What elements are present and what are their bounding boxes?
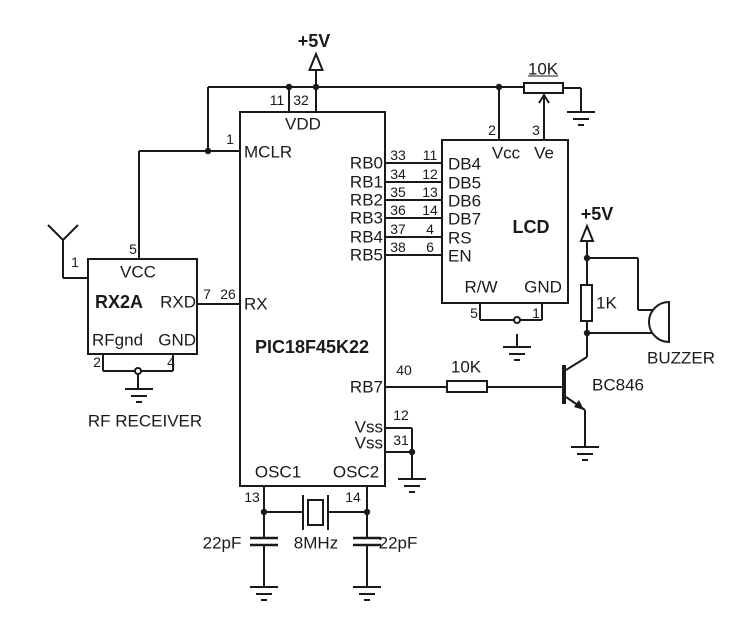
lcd-name: LCD	[512, 217, 550, 237]
transistor-symbol	[562, 365, 584, 410]
pic-pin-11: 11	[269, 92, 285, 108]
rf-pin-1: 1	[71, 254, 79, 270]
lcd-rs-label: RS	[448, 228, 472, 248]
pic-vss-lower-label: Vss	[354, 433, 383, 453]
lcd-pin-1: 1	[532, 305, 540, 321]
pic-rx-label: RX	[244, 294, 268, 314]
crystal-value: 8MHz	[293, 533, 339, 553]
bus-lcd-pin-4: 4	[426, 221, 434, 237]
lcd-pin-2: 2	[488, 122, 496, 138]
rf-pin-7: 7	[203, 286, 211, 302]
wires	[62, 70, 653, 587]
pic-pin-32: 32	[293, 92, 309, 108]
vcc-arrow-main	[308, 51, 324, 71]
lcd-pin-5: 5	[470, 305, 478, 321]
ground-cap-left	[250, 586, 278, 601]
bus-lcd-pin-6: 6	[426, 239, 434, 255]
pic-vss-upper-label: Vss	[354, 417, 383, 437]
bus-lcd-pin-14: 14	[422, 202, 438, 218]
bus-lcd-pin-13: 13	[422, 184, 438, 200]
lcd-gnd-label: GND	[524, 277, 562, 297]
lcd-db5-label: DB5	[448, 173, 482, 193]
pic-pin-31: 31	[393, 432, 409, 448]
pic-pin-26: 26	[220, 286, 236, 302]
lcd-ve-label: Ve	[534, 143, 554, 163]
lcd-db4-label: DB4	[448, 154, 482, 174]
bus-pic-pin-34: 34	[390, 166, 406, 182]
rf-rfgnd-label: RFgnd	[92, 330, 144, 350]
pic-rb5-label: RB5	[349, 245, 383, 265]
rf-pin-4: 4	[167, 354, 175, 370]
pic-rb1-label: RB1	[349, 172, 383, 192]
pic-rb4-label: RB4	[349, 227, 383, 247]
lcd-db7-label: DB7	[448, 209, 482, 229]
rf-pin-5: 5	[129, 241, 137, 257]
buzzer-caption: BUZZER	[647, 348, 715, 368]
bus-pic-pin-38: 38	[390, 239, 406, 255]
lcd-pin-3: 3	[532, 122, 540, 138]
pic-box	[239, 111, 386, 487]
pic-rb0-label: RB0	[349, 153, 383, 173]
rf-receiver-box	[87, 258, 198, 355]
capacitor-left-symbol	[250, 536, 278, 547]
pic-name: PIC18F45K22	[254, 337, 370, 357]
bus-pic-pin-35: 35	[390, 184, 406, 200]
vcc-arrow-buzzer	[579, 223, 595, 242]
pic-rb3-label: RB3	[349, 208, 383, 228]
emitter-arrowhead	[574, 400, 584, 410]
transistor-part-label: BC846	[592, 375, 644, 395]
bus-pic-pin-33: 33	[390, 147, 406, 163]
pot-value-label: 10K	[527, 59, 559, 79]
crystal-symbol	[302, 495, 329, 530]
rf-gnd-label: GND	[158, 330, 196, 350]
pic-osc2-label: OSC2	[332, 462, 380, 482]
main-5v-label: +5V	[297, 31, 331, 51]
rf-name: RX2A	[95, 292, 144, 312]
cap-left-value: 22pF	[202, 533, 242, 553]
ground-lcd	[503, 346, 531, 361]
open-junction-lcd	[513, 316, 521, 324]
pic-rb2-label: RB2	[349, 190, 383, 210]
buzzer-resistor-symbol	[580, 284, 593, 322]
rf-rxd-label: RXD	[160, 292, 196, 312]
lcd-en-label: EN	[448, 246, 472, 266]
junction-dots	[134, 83, 591, 516]
buzzer-resistor-value: 1K	[596, 293, 617, 313]
buzzer-5v-label: +5V	[580, 204, 614, 224]
antenna-symbol	[47, 224, 79, 242]
ground-vss	[398, 478, 426, 493]
pic-osc1-label: OSC1	[254, 462, 302, 482]
rf-receiver-caption: RF RECEIVER	[87, 411, 203, 431]
ground-emitter	[571, 446, 599, 461]
pic-pin-13: 13	[244, 489, 260, 505]
open-junction-rf	[134, 367, 142, 375]
lcd-db6-label: DB6	[448, 191, 482, 211]
bus-pic-pin-37: 37	[390, 221, 406, 237]
ground-rf	[125, 388, 153, 403]
pic-rb7-label: RB7	[349, 377, 383, 397]
lcd-box	[441, 139, 569, 304]
base-resistor-symbol	[446, 380, 488, 393]
bus-lcd-pin-12: 12	[422, 166, 438, 182]
lcd-rw-label: R/W	[464, 277, 498, 297]
pic-vdd-label: VDD	[285, 114, 321, 134]
pic-pin-14: 14	[345, 489, 361, 505]
capacitor-right-symbol	[353, 536, 381, 547]
pic-pin-1: 1	[226, 131, 234, 147]
buzzer-symbol	[648, 300, 670, 344]
pic-pin-40: 40	[396, 362, 412, 378]
bus-pic-pin-36: 36	[390, 202, 406, 218]
rf-pin-2: 2	[93, 354, 101, 370]
pic-pin-12: 12	[393, 407, 409, 423]
base-resistor-value: 10K	[450, 357, 482, 377]
rf-vcc-label: VCC	[120, 262, 156, 282]
pic-mclr-label: MCLR	[244, 142, 293, 162]
potentiometer-symbol	[523, 82, 564, 104]
lcd-vcc-label: Vcc	[491, 143, 521, 163]
cap-right-value: 22pF	[378, 533, 418, 553]
bus-lcd-pin-11: 11	[422, 147, 438, 163]
ground-cap-right	[353, 586, 381, 601]
ground-pot	[567, 111, 595, 126]
